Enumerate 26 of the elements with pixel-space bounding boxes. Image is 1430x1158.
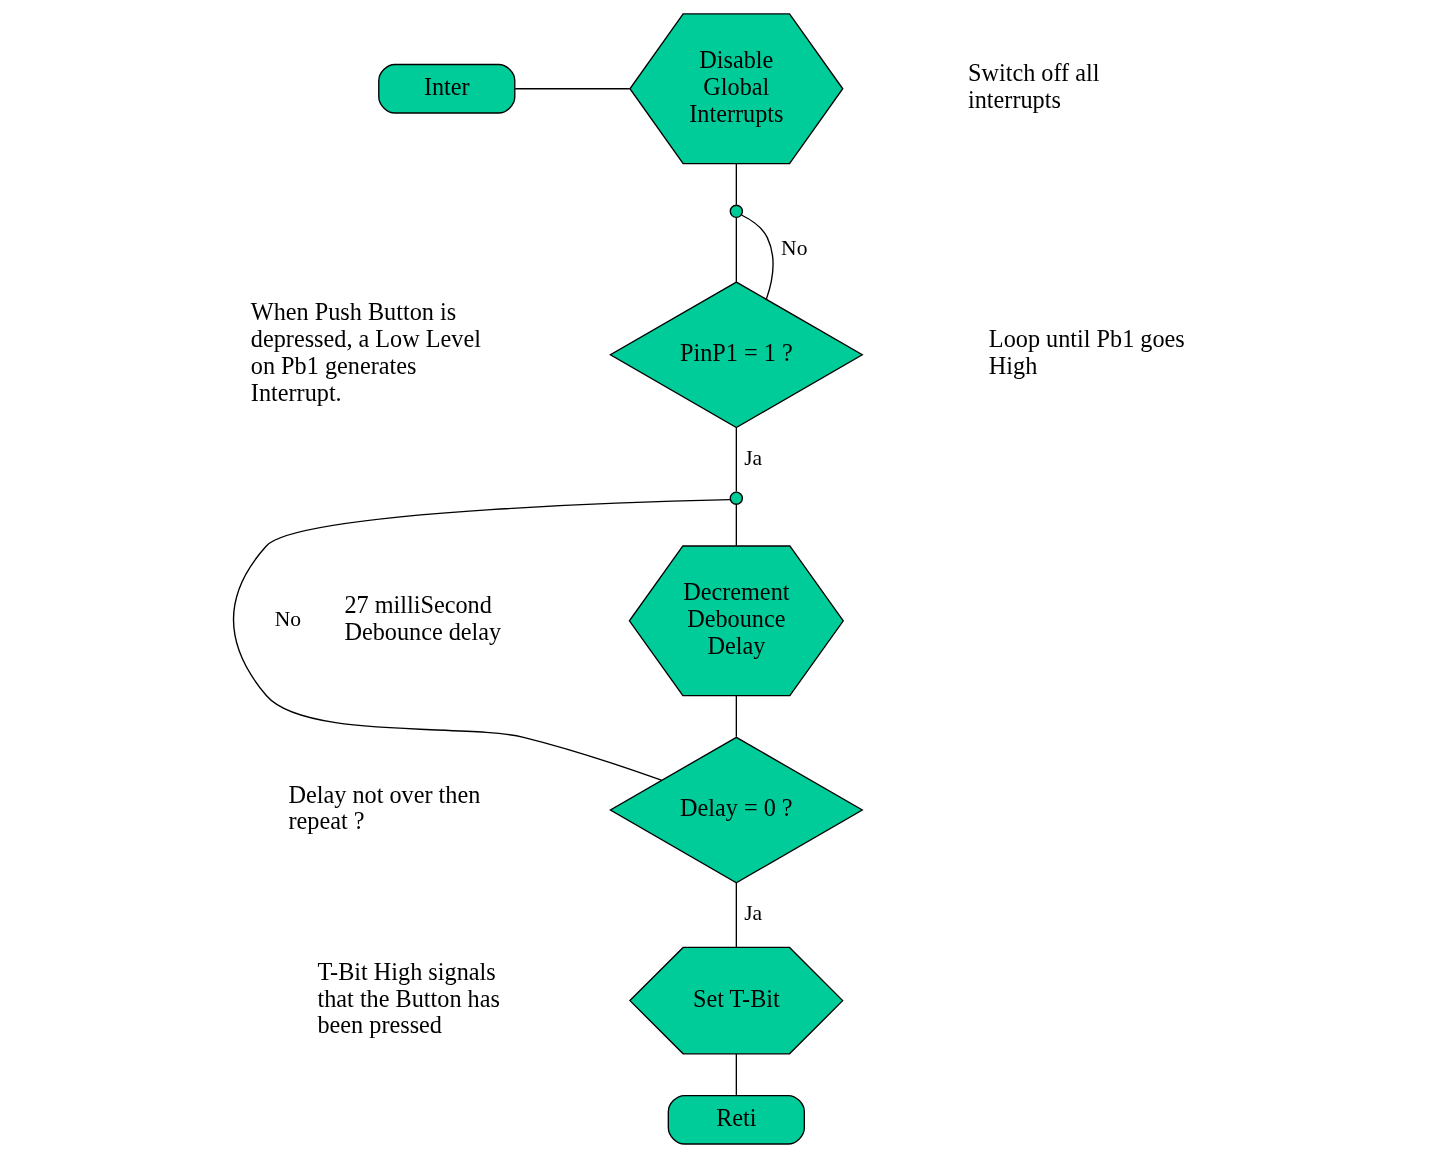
node-circle [729,204,743,219]
connector [232,499,731,781]
connector [735,882,737,948]
label: Loop until Pb1 goes High [988,325,1185,380]
connector [735,695,737,738]
node-box: Inter [377,63,515,114]
label: 27 milliSecond Debounce delay [343,591,501,646]
node-circle [729,491,743,505]
connector [735,504,737,547]
connector [514,88,630,90]
connector [735,217,737,283]
edge-label: Ja [743,901,762,926]
node-box: Reti [667,1094,805,1145]
connector [740,214,774,300]
edge-label: No [780,235,807,260]
edge-label: No [274,606,301,631]
label: Switch off all interrupts [967,59,1099,114]
connector [735,427,737,493]
label: T-Bit High signals that the Button has been pressed [316,957,500,1039]
label: When Push Button is depressed, a Low Level on Pb1 generates Interrupt. [250,298,481,407]
node-diamond: Delay = 0 ? [608,736,864,884]
edge-label: Ja [743,445,762,470]
node-diamond: PinP1 = 1 ? [608,281,864,429]
connector [735,162,737,206]
connector [735,1053,737,1096]
label: Delay not over then repeat ? [288,780,480,835]
